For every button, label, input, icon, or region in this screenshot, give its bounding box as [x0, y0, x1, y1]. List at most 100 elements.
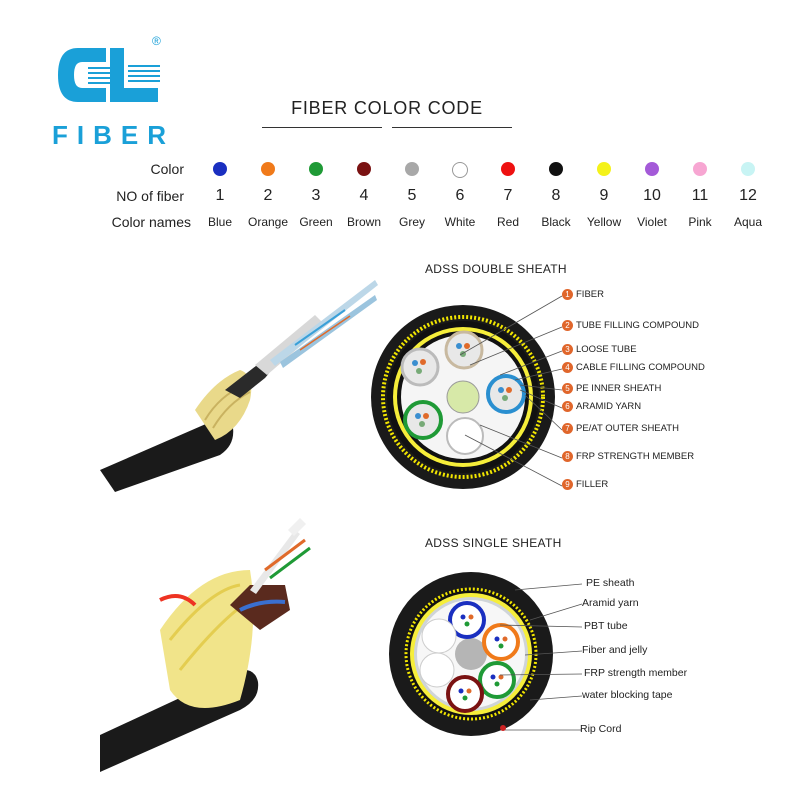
fiber-color-cell	[532, 162, 580, 178]
single-sheath-callout: PBT tube	[584, 620, 628, 632]
fiber-color-cell	[292, 162, 340, 178]
color-row-label: Color	[150, 161, 184, 177]
fiber-number: 5	[407, 187, 417, 204]
single-sheath-title: ADSS SINGLE SHEATH	[425, 536, 562, 550]
callout-number-badge: 9	[562, 479, 573, 490]
double-sheath-cable-illustration	[100, 280, 378, 492]
fiber-number: 4	[359, 187, 369, 204]
callout-number-badge: 7	[562, 423, 573, 434]
callout-label: PE/AT OUTER SHEATH	[576, 423, 679, 435]
single-sheath-callout: Fiber and jelly	[582, 644, 648, 656]
page-title: FIBER COLOR CODE	[291, 98, 483, 118]
callout-number-badge: 5	[562, 383, 573, 394]
fiber-number: 6	[455, 187, 465, 204]
fiber-color-cell	[244, 162, 292, 178]
fiber-color-cell	[196, 162, 244, 178]
single-sheath-callout: PE sheath	[586, 577, 635, 589]
fiber-number: 7	[503, 187, 513, 204]
fiber-color-name: Black	[541, 215, 571, 229]
callout-label: TUBE FILLING COMPOUND	[576, 320, 699, 332]
single-sheath-leader-lines	[499, 583, 583, 731]
callout-label: LOOSE TUBE	[576, 344, 637, 356]
callout-label: CABLE FILLING COMPOUND	[576, 362, 705, 374]
fiber-color-dot	[309, 162, 323, 176]
callout-number-badge: 2	[562, 320, 573, 331]
fiber-number: 10	[643, 187, 661, 204]
color-names-row: Blue Orange Green Brown Grey White Red Black Yel…	[196, 215, 772, 229]
title-underline-left	[262, 127, 382, 128]
fiber-number: 12	[739, 187, 757, 204]
callout-label: FRP STRENGTH MEMBER	[576, 451, 695, 463]
fiber-color-dot	[452, 162, 468, 178]
names-row-label: Color names	[111, 214, 191, 230]
fiber-number: 8	[551, 187, 561, 204]
fiber-color-dot	[693, 162, 707, 176]
fiber-number: 2	[263, 187, 273, 204]
fiber-color-dot	[741, 162, 755, 176]
double-sheath-title: ADSS DOUBLE SHEATH	[425, 262, 567, 276]
single-sheath-callout: FRP strength member	[584, 667, 688, 679]
fiber-color-name: Brown	[346, 215, 381, 229]
single-sheath-cross-section	[389, 572, 553, 736]
fiber-color-name: Orange	[247, 215, 289, 229]
fiber-color-name: Violet	[637, 215, 667, 229]
fiber-color-cell	[436, 162, 484, 178]
fiber-color-cell	[340, 162, 388, 178]
fiber-color-name: Yellow	[586, 215, 622, 229]
callout-label: FIBER	[576, 289, 604, 301]
double-sheath-leader-lines	[459, 295, 563, 487]
fiber-color-cell	[724, 162, 772, 178]
fiber-color-dot	[597, 162, 611, 176]
fiber-color-name: White	[444, 215, 476, 229]
fiber-color-cell	[676, 162, 724, 178]
fiber-color-cell	[388, 162, 436, 178]
callout-label: FILLER	[576, 479, 609, 491]
logo-text: FIBER	[52, 120, 175, 150]
fiber-color-name: Grey	[398, 215, 425, 229]
number-row-label: NO of fiber	[116, 188, 184, 204]
callout-label: ARAMID YARN	[576, 401, 642, 413]
fiber-color-cell	[484, 162, 532, 178]
fiber-color-dot	[357, 162, 371, 176]
fiber-color-dot	[645, 162, 659, 176]
title-underline-right	[392, 127, 512, 128]
fiber-color-name: Red	[496, 215, 519, 229]
single-sheath-cable-illustration	[100, 518, 311, 772]
callout-number-badge: 6	[562, 401, 573, 412]
callout-number-badge: 4	[562, 362, 573, 373]
fiber-color-name: Blue	[207, 215, 233, 229]
fiber-color-cell	[628, 162, 676, 178]
fiber-color-dot	[261, 162, 275, 176]
double-sheath-cross-section	[371, 305, 555, 489]
fiber-number: 1	[215, 187, 225, 204]
single-sheath-callout: Aramid yarn	[582, 597, 639, 609]
callout-number-badge: 3	[562, 344, 573, 355]
single-sheath-callout: water blocking tape	[582, 689, 673, 701]
registered-mark: ®	[152, 34, 161, 48]
company-logo	[58, 48, 160, 102]
callout-number-badge: 8	[562, 451, 573, 462]
fiber-color-name: Pink	[688, 215, 712, 229]
fiber-number: 3	[311, 187, 321, 204]
fiber-color-dot	[405, 162, 419, 176]
fiber-color-name: Green	[299, 215, 333, 229]
fiber-number: 9	[599, 187, 609, 204]
fiber-color-dot	[549, 162, 563, 176]
fiber-color-cell	[580, 162, 628, 178]
fiber-number: 11	[691, 187, 709, 204]
fiber-color-dot	[501, 162, 515, 176]
callout-number-badge: 1	[562, 289, 573, 300]
fiber-color-name: Aqua	[733, 215, 763, 229]
callout-label: PE INNER SHEATH	[576, 383, 662, 395]
fiber-color-dot	[213, 162, 227, 176]
